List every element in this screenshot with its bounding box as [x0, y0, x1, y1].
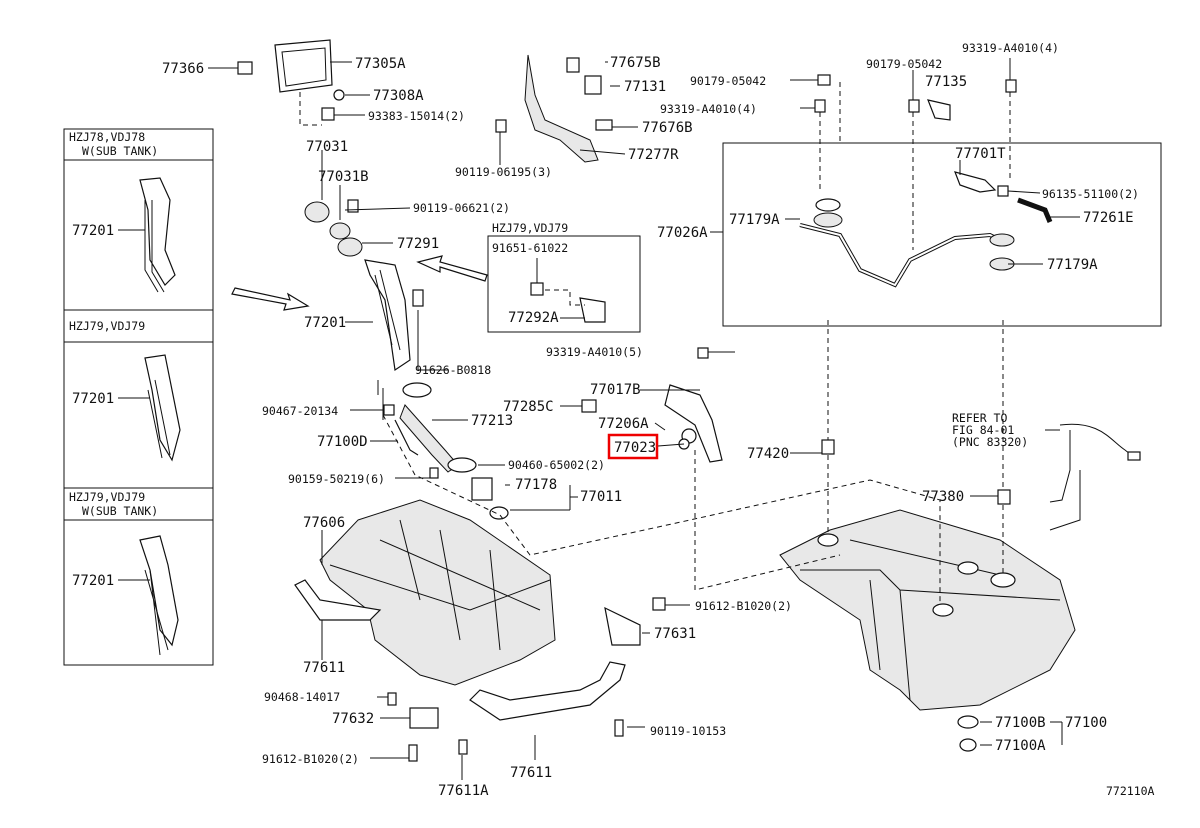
part-label: 90179-05042 — [690, 74, 766, 88]
fuel-tank-drawing — [779, 423, 1141, 752]
part-label: 77675B — [610, 55, 661, 71]
refer-line3: (PNC 83320) — [952, 435, 1028, 449]
part-label: 77100A — [995, 738, 1046, 754]
variant2-part: 77201 — [72, 391, 114, 407]
variant1-line1: HZJ78,VDJ78 — [69, 130, 145, 144]
figure-code: 772110A — [1106, 784, 1155, 798]
part-label: 77308A — [373, 88, 424, 104]
part-label: 77031B — [318, 169, 369, 185]
part-label: 77305A — [355, 56, 406, 72]
variant3-line1: HZJ79,VDJ79 — [69, 490, 145, 504]
evap-pipe-box — [722, 74, 1162, 327]
part-label: 93319-A4010(4) — [660, 102, 757, 116]
part-label: 93319-A4010(5) — [546, 345, 643, 359]
part-label: 90159-50219(6) — [288, 472, 385, 486]
filler-neck-drawing — [304, 165, 509, 520]
part-label: 77178 — [515, 477, 557, 493]
inset-part2: 77292A — [508, 310, 559, 326]
part-label: 77031 — [306, 139, 348, 155]
part-label: 90119-06195(3) — [455, 165, 552, 179]
part-label: 77611 — [303, 660, 345, 676]
filler-pipe-v3-drawing — [118, 535, 179, 656]
inset-box: HZJ79,VDJ79 91651-61022 77292A — [487, 221, 641, 333]
part-label: 77017B — [590, 382, 641, 398]
part-label: 90460-65002(2) — [508, 458, 605, 472]
part-label: 90468-14017 — [264, 690, 340, 704]
part-label: 90119-10153 — [650, 724, 726, 738]
part-label: 77420 — [747, 446, 789, 462]
part-label: 77179A — [729, 212, 780, 228]
part-label: 77100 — [1065, 715, 1107, 731]
part-label: 90179-05042 — [866, 57, 942, 71]
part-label: 77100B — [995, 715, 1046, 731]
highlighted-part-label: 77023 — [614, 440, 656, 456]
leader-lines — [208, 58, 1080, 780]
part-label: 77285C — [503, 399, 554, 415]
filler-pipe-v1-drawing — [118, 177, 176, 293]
part-label: 77100D — [317, 434, 368, 450]
refer-line1: REFER TO — [952, 411, 1007, 425]
part-label: 90119-06621(2) — [413, 201, 510, 215]
arrow-icon — [231, 287, 310, 311]
part-label: 77011 — [580, 489, 622, 505]
filler-pipe-v2-drawing — [118, 354, 181, 462]
part-label: 77213 — [471, 413, 513, 429]
variant3-line2: W(SUB TANK) — [82, 504, 158, 518]
part-label: 77611 — [510, 765, 552, 781]
variant1-line2: W(SUB TANK) — [82, 144, 158, 158]
part-label: 96135-51100(2) — [1042, 187, 1139, 201]
part-label: 93383-15014(2) — [368, 109, 465, 123]
part-label: 91626-B0818 — [415, 363, 491, 377]
variant-panel: HZJ78,VDJ78 W(SUB TANK) HZJ79,VDJ79 HZJ7… — [63, 128, 214, 666]
part-label: 77291 — [397, 236, 439, 252]
part-labels: 77366 77305A 77308A 93383-15014(2) 77031… — [162, 41, 1155, 799]
part-label: 77380 — [922, 489, 964, 505]
part-label: 91612-B1020(2) — [695, 599, 792, 613]
fuel-lid-group-drawing — [237, 39, 345, 126]
part-label: 77632 — [332, 711, 374, 727]
part-label: 77676B — [642, 120, 693, 136]
arrow-icon — [416, 255, 488, 282]
part-label: 77206A — [598, 416, 649, 432]
highlight-box — [607, 433, 659, 460]
refer-line2: FIG 84-01 — [952, 423, 1014, 437]
protector-drawing — [294, 499, 666, 762]
part-label: 77606 — [303, 515, 345, 531]
inset-part1: 91651-61022 — [492, 241, 568, 255]
part-label: 77611A — [438, 783, 489, 799]
part-label: 77701T — [955, 146, 1006, 162]
part-label: 77201 — [304, 315, 346, 331]
part-label: 77277R — [628, 147, 679, 163]
variant1-part: 77201 — [72, 223, 114, 239]
part-label: 77131 — [624, 79, 666, 95]
part-label: 77366 — [162, 61, 204, 77]
part-label: 77135 — [925, 74, 967, 90]
part-label: 93319-A4010(4) — [962, 41, 1059, 55]
variant2-line1: HZJ79,VDJ79 — [69, 319, 145, 333]
part-label: 91612-B1020(2) — [262, 752, 359, 766]
connection-lines — [382, 320, 1081, 605]
part-label: 90467-20134 — [262, 404, 338, 418]
part-label: 77179A — [1047, 257, 1098, 273]
variant3-part: 77201 — [72, 573, 114, 589]
part-label: 77631 — [654, 626, 696, 642]
inset-title: HZJ79,VDJ79 — [492, 221, 568, 235]
part-label: 77026A — [657, 225, 708, 241]
part-label: 77261E — [1083, 210, 1134, 226]
